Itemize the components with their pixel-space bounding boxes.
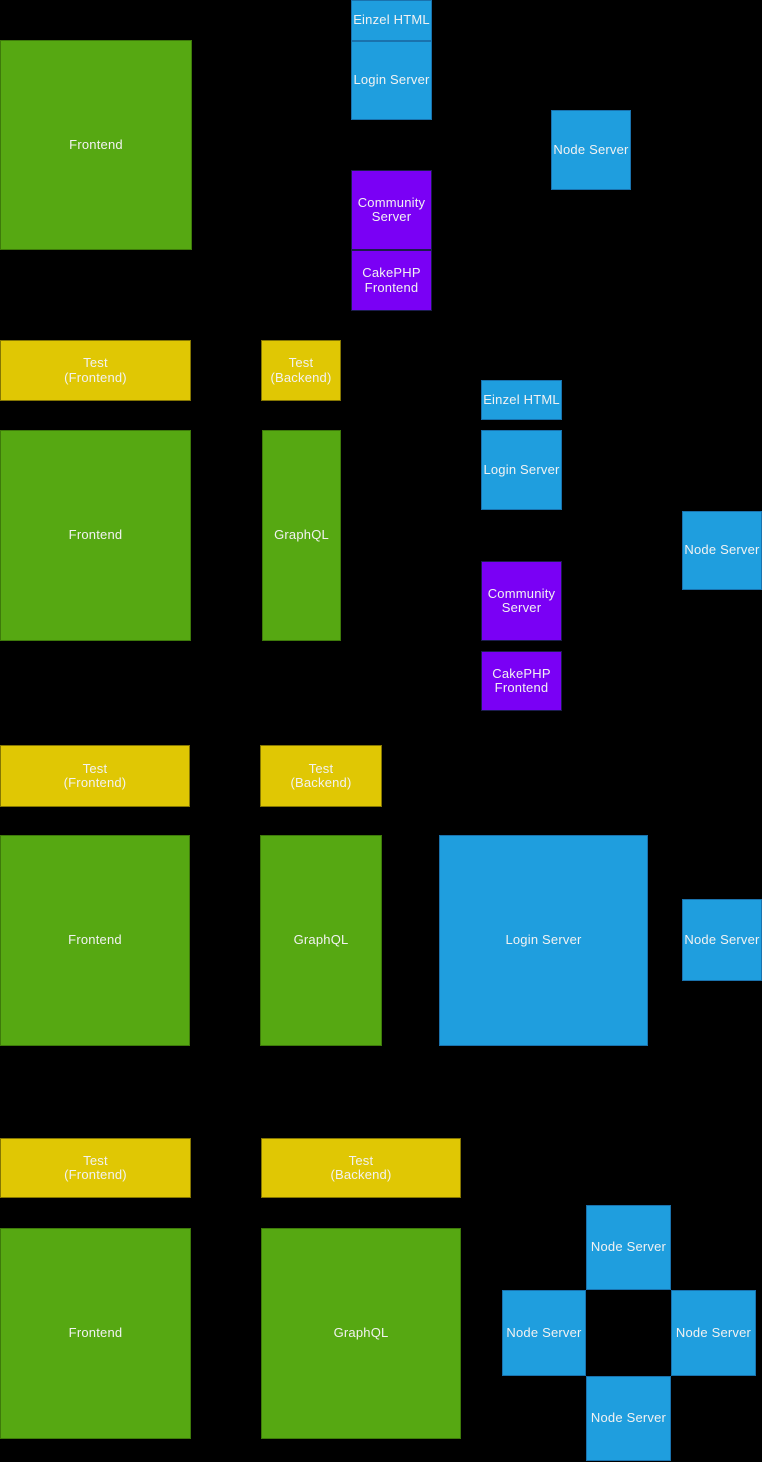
block-label: Node Server — [684, 542, 760, 558]
block-label: Login Server — [483, 461, 560, 477]
block-label: CakePHP Frontend — [492, 665, 551, 695]
stage2-einzel-html-block: Einzel HTML — [481, 380, 562, 420]
stage2-graphql-block: GraphQL — [262, 430, 341, 641]
stage4-frontend-block: Frontend — [0, 1228, 191, 1439]
stage2-frontend-block: Frontend — [0, 430, 191, 641]
stage2-node-server-block: Node Server — [682, 511, 762, 590]
stage4-node-server-left-block: Node Server — [502, 1290, 586, 1376]
block-label: Test (Frontend) — [63, 760, 127, 790]
stage4-node-server-right-block: Node Server — [671, 1290, 756, 1376]
stage2-cakephp-frontend-block: CakePHP Frontend — [481, 651, 562, 711]
block-label: Einzel HTML — [353, 12, 430, 28]
block-label: GraphQL — [333, 1325, 389, 1341]
stage3-node-server-block: Node Server — [682, 899, 762, 981]
block-label: Frontend — [68, 932, 122, 948]
block-label: Frontend — [68, 527, 123, 543]
block-label: Login Server — [505, 932, 582, 948]
block-label: GraphQL — [293, 932, 349, 948]
block-label: Test (Backend) — [330, 1152, 392, 1182]
block-label: Frontend — [68, 1325, 123, 1341]
stage3-login-server-block: Login Server — [439, 835, 648, 1046]
stage4-node-server-bottom-block: Node Server — [586, 1376, 671, 1461]
block-label: Einzel HTML — [483, 391, 560, 407]
stage1-frontend-block: Frontend — [0, 40, 192, 250]
stage2-test-backend-block: Test (Backend) — [261, 340, 341, 401]
block-label: Frontend — [69, 136, 123, 152]
stage1-cakephp-frontend-block: CakePHP Frontend — [351, 250, 432, 311]
block-label: Test (Frontend) — [64, 355, 127, 385]
block-label: Node Server — [684, 931, 760, 947]
block-label: Node Server — [506, 1324, 582, 1340]
stage1-login-server-block: Login Server — [351, 41, 432, 120]
block-label: Login Server — [353, 72, 430, 88]
stage4-test-backend-block: Test (Backend) — [261, 1138, 461, 1198]
stage2-login-server-block: Login Server — [481, 430, 562, 510]
stage1-einzel-html-block: Einzel HTML — [351, 0, 432, 41]
stage2-community-server-block: Community Server — [481, 561, 562, 641]
stage1-node-server-block: Node Server — [551, 110, 631, 190]
block-label: Community Server — [487, 585, 556, 615]
stage4-test-frontend-block: Test (Frontend) — [0, 1138, 191, 1198]
block-label: Node Server — [675, 1324, 752, 1340]
stage2-test-frontend-block: Test (Frontend) — [0, 340, 191, 401]
block-label: Community Server — [357, 194, 426, 224]
block-label: Test (Backend) — [290, 760, 352, 790]
stage3-test-frontend-block: Test (Frontend) — [0, 745, 190, 807]
block-label: Node Server — [590, 1410, 667, 1426]
block-label: GraphQL — [274, 527, 329, 543]
stage3-frontend-block: Frontend — [0, 835, 190, 1046]
block-label: Node Server — [590, 1239, 667, 1255]
block-label: Test (Frontend) — [64, 1152, 127, 1182]
stage4-graphql-block: GraphQL — [261, 1228, 461, 1439]
stage4-node-server-top-block: Node Server — [586, 1205, 671, 1290]
stage3-graphql-block: GraphQL — [260, 835, 382, 1046]
block-label: Test (Backend) — [270, 355, 332, 385]
stage3-test-backend-block: Test (Backend) — [260, 745, 382, 807]
stage1-community-server-block: Community Server — [351, 170, 432, 250]
block-label: Node Server — [553, 141, 629, 157]
block-label: CakePHP Frontend — [362, 265, 421, 295]
